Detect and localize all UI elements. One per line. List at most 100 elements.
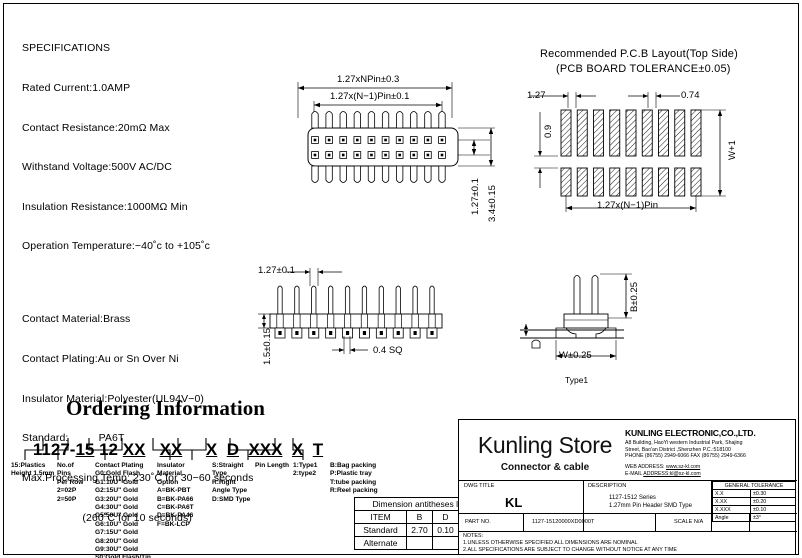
specs-material-0: Contact Material:Brass [22,313,131,326]
tolerance-key-3: Angle [712,513,751,522]
dimension-alternate-b [406,536,433,550]
type1-dim-b: B±0.25 [629,281,640,312]
dimension-standard-label: Standard [354,523,407,537]
top-view-dim-row-spacing: 1.27±0.1 [470,178,481,215]
ordering-col-insulator-material: Insulator Material Option A=BK-PBT B=BK-… [157,462,194,528]
specs-line-4: Operation Temperature:−40˚c to +105˚c [22,240,210,253]
general-tolerance-table: GENERAL TOLERANCE X.X ±0.30 X.XX ±0.20 X… [712,481,796,522]
web-address-value[interactable]: www.sz-kl.com [665,463,701,470]
specs-spacer [22,280,254,287]
tolerance-val-2: ±0.10 [750,505,796,514]
part-no-value: 1127-15120000XD0000T [532,519,595,525]
table-row: X.XX ±0.20 [712,497,796,506]
company-address: A8 Building, HaoYi western Industrial Pa… [625,440,746,460]
company-web: WEB ADDRESS: www.sz-kl.com E-MAIL ADDRES… [625,464,793,478]
tolerance-key-2: X.XXX [712,505,751,514]
tolerance-val-1: ±0.20 [750,497,796,506]
ordering-col-type: S:Straight Type R:Right Angle Type D:SMD… [212,462,251,503]
type1-dim-w: W±0.25 [559,350,592,361]
specs-material-2: Insulator Material:Polyester(UL94V−0) [22,392,204,405]
side-dim-sq: 0.4 SQ [373,345,403,356]
dwg-title-value: KL [505,495,523,510]
web-address-label: WEB ADDRESS: [625,463,665,470]
specs-material-4: Max.Processing Temp: 230˚C for 30−60 sec… [22,471,254,484]
side-view-drawing [258,268,443,354]
tolerance-header-row: GENERAL TOLERANCE [712,481,796,490]
top-view-dim-height: 3.4±0.15 [487,185,498,222]
ordering-information-title: Ordering Information [66,396,265,420]
company-info: KUNLING ELECTRONIC,CO.,LTD. A8 Building,… [625,428,793,477]
tolerance-key-0: X.X [712,489,751,498]
divider-partno-v3 [749,513,750,531]
specs-line-2: Withstand Voltage:500V AC/DC [22,161,172,174]
divider-partno-v1 [523,513,524,531]
ordering-col-no-of-pins: No.of Pins Per Row 2=02P 2=50P [57,462,84,503]
divider-v1 [583,480,584,531]
specs-material-1: Contact Plating:Au or Sn Over Ni [22,353,179,366]
dimension-standard-b: 2.70 [406,523,433,537]
ordering-col-contact-plating: Contact Plating G0:Gold Flash G1:10U" Go… [95,462,151,558]
divider-v2 [711,480,712,531]
specs-line-0: Rated Current:1.0AMP [22,82,131,95]
description-label: DESCRIPTION [588,483,627,489]
divider-partno [459,513,797,514]
ordering-code-seg-15: T [312,440,324,459]
pcb-dim-pad-gap: 0.9 [543,124,554,138]
email-value[interactable]: ADDRESS:kl@sz-kl.com [643,470,701,477]
brand: Kunling Store Connector & cable [471,432,619,473]
specifications-block: SPECIFICATIONS Rated Current:1.0AMP Cont… [22,16,254,551]
company-name: KUNLING ELECTRONIC,CO.,LTD. [625,428,756,438]
part-no-label: PART NO. [465,519,491,525]
title-block: Kunling Store Connector & cable KUNLING … [458,419,797,555]
notes: NOTES: 1.UNLESS OTHERWISE SPECIFIED ALL … [463,533,677,554]
pcb-layout-drawing [530,92,726,212]
side-dim-pitch: 1.27±0.1 [258,265,295,276]
dimension-alternate-d [432,536,459,550]
tolerance-header: GENERAL TOLERANCE [712,481,796,490]
specs-material-5: (260˚C for 10 seconds) [22,511,192,524]
pcb-dim-span: 1.27x(N−1)Pin [597,200,658,211]
dwg-title-label: DWG TITLE [464,483,495,489]
description-value: 1127-1512 Series 1.27mm Pin Header SMD T… [609,495,692,509]
ordering-col-plastics-height: 15:Plastics Height 1.5mm [11,462,55,478]
divider-notes [459,531,797,532]
divider-partno-v2 [655,513,656,531]
dimension-header-item: ITEM [354,510,407,524]
ordering-col-packing: B:Bag packing P:Plastic tray T:tube pack… [330,462,378,495]
table-row: X.X ±0.30 [712,489,796,498]
dimension-header-b: B [406,510,433,524]
ordering-col-type-option: 1:Type1 2:type2 [293,462,318,478]
email-label: E-MAIL [625,470,643,477]
top-view-dim-overall: 1.27xNPin±0.3 [337,74,400,85]
brand-name: Kunling Store [477,432,613,458]
dimension-header-d: D [432,510,459,524]
type1-detail-drawing [520,273,632,360]
ordering-code-seg-1: 15 [75,440,95,459]
side-dim-body: 1.5±0.15 [262,328,273,365]
table-row: Angle ±3° [712,513,796,522]
table-row: X.XXX ±0.10 [712,505,796,514]
pcb-dim-pitch: 1.27 [527,90,546,101]
ordering-code-seg-3: XX [122,440,146,459]
top-view-drawing [297,82,495,183]
divider-header [459,480,797,481]
pcb-dim-pad-width: 0.74 [681,90,700,101]
tolerance-key-1: X.XX [712,497,751,506]
specs-line-3: Insulation Resistance:1000MΩ Min [22,200,188,213]
scale-label: SCALE N/A [674,519,704,525]
dimension-alternate-label: Alternate [354,536,407,550]
type1-label: Type1 [565,375,589,385]
sheet-border [3,3,799,555]
tolerance-val-3: ±3° [750,513,796,522]
ordering-col-pin-length: Pin Length [255,462,290,469]
brand-subtitle: Connector & cable [500,462,590,473]
specs-heading: SPECIFICATIONS [22,42,111,55]
ordering-code-seg-5: XX [159,440,183,459]
pcb-dim-w: W+1 [727,140,738,160]
pcb-layout-title-line2: (PCB BOARD TOLERANCE±0.05) [556,63,731,75]
specs-line-1: Contact Resistance:20mΩ Max [22,121,170,134]
ordering-code-seg-7: X [205,440,218,459]
tolerance-val-0: ±0.30 [750,489,796,498]
dimension-standard-d: 0.10 [432,523,459,537]
